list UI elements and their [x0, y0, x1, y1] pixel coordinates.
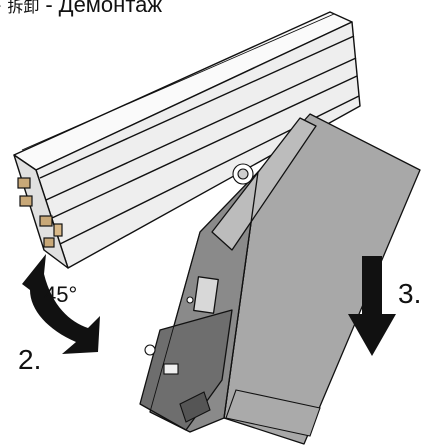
caption-chinese: 拆卸 [7, 0, 40, 16]
caption-dash-2: - [45, 0, 53, 17]
rail-end-profile [17, 177, 63, 248]
angle-label: 45° [44, 282, 78, 307]
caption: -拆卸-Демонтаж [0, 0, 168, 18]
curved-rotate-arrow-icon [22, 254, 100, 354]
caption-russian: Демонтаж [58, 0, 163, 17]
adapter-details [144, 163, 321, 437]
step-3-label: 3. [398, 278, 422, 309]
caption-dash-1: - [0, 0, 1, 17]
step-2-label: 2. [18, 344, 42, 375]
down-arrow-icon [348, 256, 396, 356]
